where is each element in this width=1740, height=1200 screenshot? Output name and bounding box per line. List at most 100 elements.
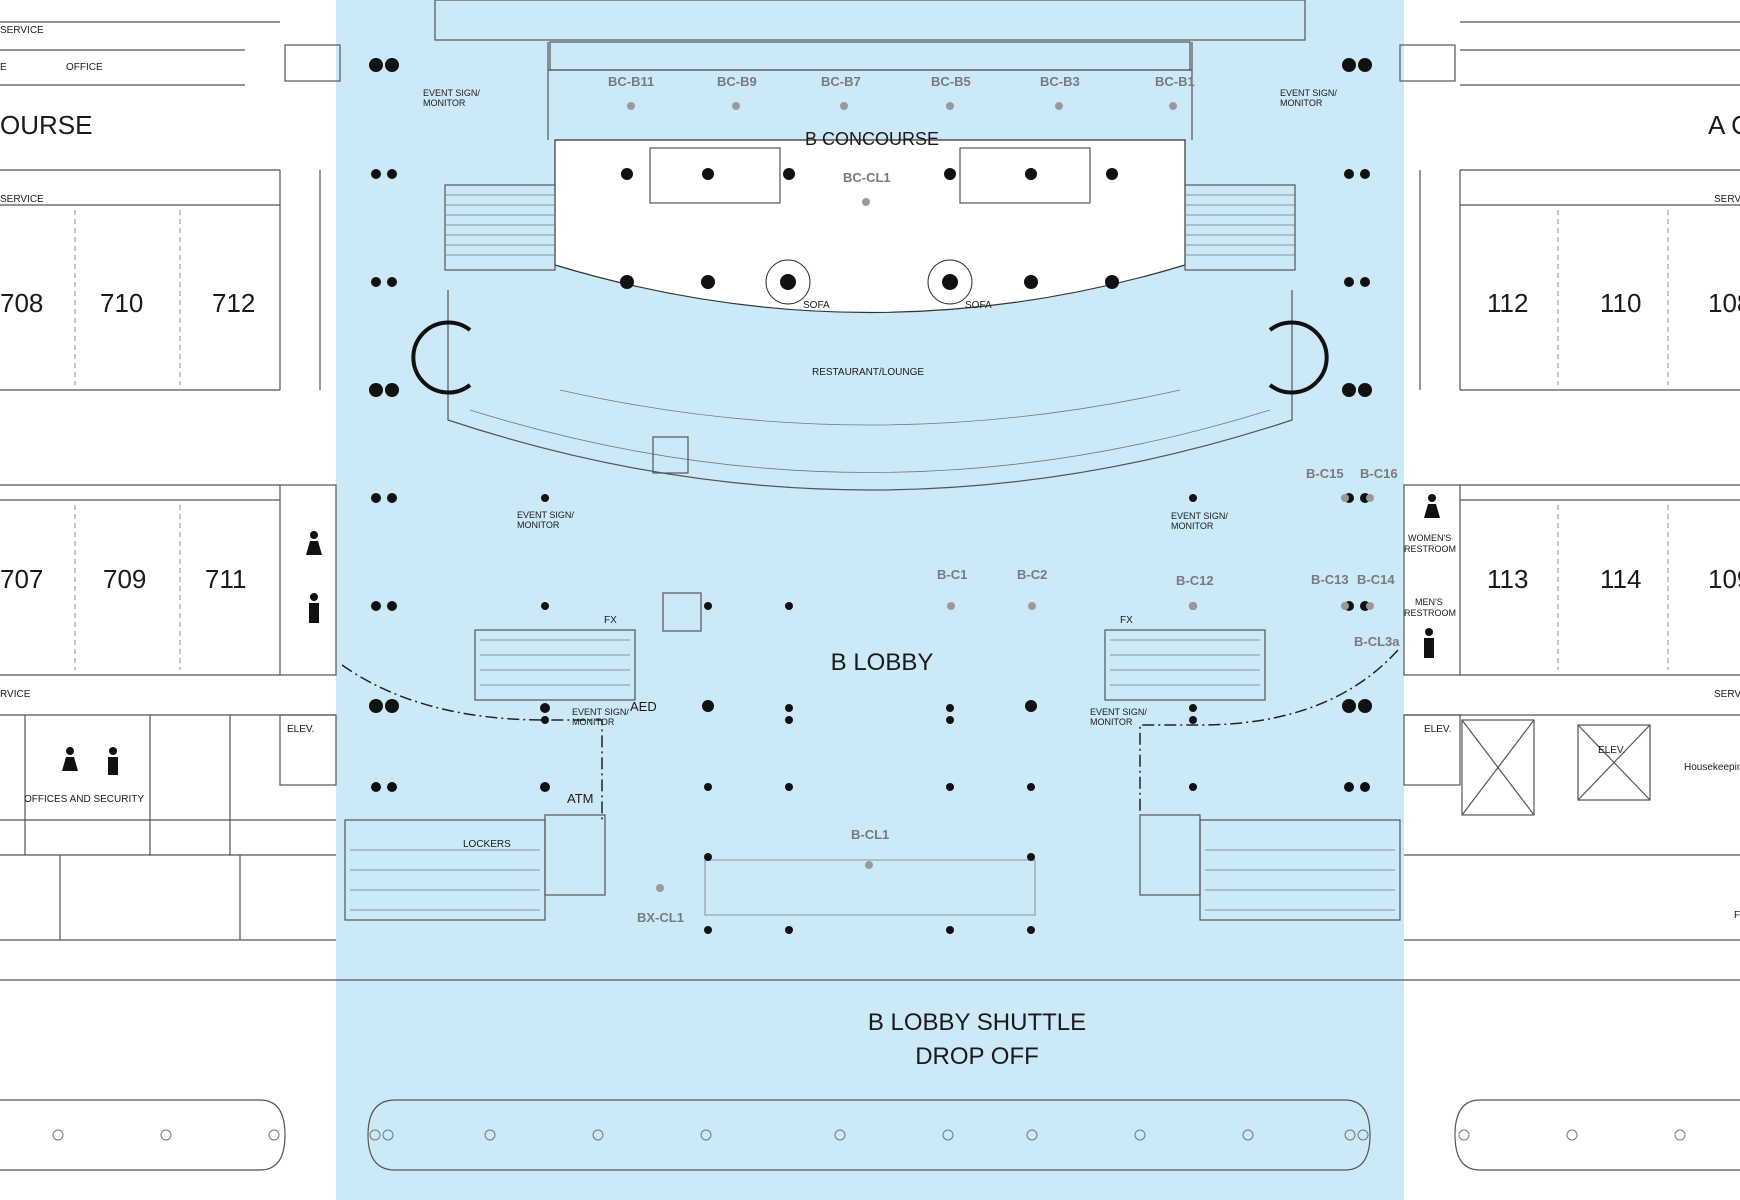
marker-bc-b1: BC-B1: [1155, 74, 1195, 89]
column: [371, 601, 381, 611]
column: [387, 782, 397, 792]
restroom-icons: [62, 494, 1440, 775]
location-marker: [1189, 602, 1197, 610]
location-marker: [946, 102, 954, 110]
room-708: 708: [0, 288, 43, 318]
left-concourse-title: OURSE: [0, 110, 92, 140]
marker-b-cl1: B-CL1: [851, 827, 889, 842]
column: [1342, 58, 1356, 72]
column: [1344, 782, 1354, 792]
room-110: 110: [1600, 288, 1641, 318]
sofa-symbol-right: [927, 259, 973, 305]
event-sign-1b: MONITOR: [423, 98, 466, 108]
elev-label-right: ELEV.: [1424, 724, 1451, 735]
column: [369, 383, 383, 397]
left-wing-partitions: [74, 210, 181, 670]
column: [704, 783, 712, 791]
column: [385, 699, 399, 713]
location-marker: [947, 602, 955, 610]
marker-bc-b3: BC-B3: [1040, 74, 1080, 89]
women-restroom-icon: [306, 531, 322, 555]
column: [371, 169, 381, 179]
column: [387, 601, 397, 611]
spiral-stair-left: [411, 320, 472, 395]
men-restroom-icon-right: [1424, 628, 1434, 658]
column: [1027, 926, 1035, 934]
column: [701, 275, 715, 289]
column: [1027, 853, 1035, 861]
column: [1027, 783, 1035, 791]
housekeeping-label: Housekeepin: [1684, 762, 1740, 773]
column: [704, 602, 712, 610]
event-sign-2a: EVENT SIGN/: [1280, 88, 1337, 98]
column: [385, 58, 399, 72]
column: [704, 926, 712, 934]
left-wing-walls: [0, 21, 1740, 981]
room-113: 113: [1487, 564, 1528, 594]
men-restroom-icon: [309, 593, 319, 623]
service-label-low: RVICE: [0, 689, 31, 700]
room-710: 710: [100, 288, 143, 318]
lobby-boundary-right: [1139, 649, 1399, 815]
event-sign-6b: MONITOR: [1090, 717, 1133, 727]
lobby-boundary-left: [341, 664, 603, 820]
location-marker: [732, 102, 740, 110]
column: [1358, 58, 1372, 72]
column: [541, 494, 549, 502]
marker-bc-b11: BC-B11: [608, 74, 654, 89]
column: [1344, 277, 1354, 287]
marker-b-c15: B-C15: [1306, 466, 1344, 481]
column: [946, 716, 954, 724]
column: [946, 926, 954, 934]
column: [1189, 494, 1197, 502]
column: [785, 783, 793, 791]
lockers-label: LOCKERS: [463, 839, 511, 850]
column: [621, 168, 633, 180]
column: [944, 168, 956, 180]
mens-restroom-label-1: MEN'S: [1415, 597, 1443, 607]
mens-restroom-label-2: RESTROOM: [1404, 608, 1456, 618]
column: [1189, 783, 1197, 791]
column: [371, 493, 381, 503]
fx-label-right: FX: [1120, 615, 1133, 626]
column: [1360, 277, 1370, 287]
right-concourse-title: A C: [1708, 110, 1740, 140]
location-marker: [862, 198, 870, 206]
column: [1025, 168, 1037, 180]
column: [1342, 699, 1356, 713]
event-sign-1a: EVENT SIGN/: [423, 88, 480, 98]
column: [1024, 275, 1038, 289]
right-wing-walls: [1399, 21, 1740, 941]
column: [1358, 383, 1372, 397]
column: [387, 169, 397, 179]
marker-b-c13: B-C13: [1311, 572, 1349, 587]
aed-label: AED: [630, 699, 657, 714]
column: [1360, 782, 1370, 792]
column: [541, 602, 549, 610]
serv-label-right-low: SERV: [1714, 689, 1740, 700]
location-marker: [1366, 602, 1374, 610]
column: [702, 168, 714, 180]
marker-bc-b5: BC-B5: [931, 74, 971, 89]
stairs: [350, 194, 1395, 911]
women-restroom-icon-offices: [62, 747, 78, 771]
serv-label-right-mid: SERV: [1714, 194, 1740, 205]
event-sign-5a: EVENT SIGN/: [572, 707, 629, 717]
column: [371, 782, 381, 792]
room-114: 114: [1600, 564, 1641, 594]
column: [1344, 169, 1354, 179]
spiral-stair-right: [1268, 320, 1329, 395]
column: [785, 716, 793, 724]
marker-bx-cl1: BX-CL1: [637, 910, 684, 925]
column: [371, 277, 381, 287]
location-marker: [1055, 102, 1063, 110]
column: [785, 926, 793, 934]
location-marker: [627, 102, 635, 110]
room-108: 108: [1708, 288, 1740, 318]
column: [704, 853, 712, 861]
location-marker: [656, 884, 664, 892]
column: [1358, 699, 1372, 713]
room-709: 709: [103, 564, 146, 594]
b-concourse-title: B CONCOURSE: [805, 129, 939, 149]
